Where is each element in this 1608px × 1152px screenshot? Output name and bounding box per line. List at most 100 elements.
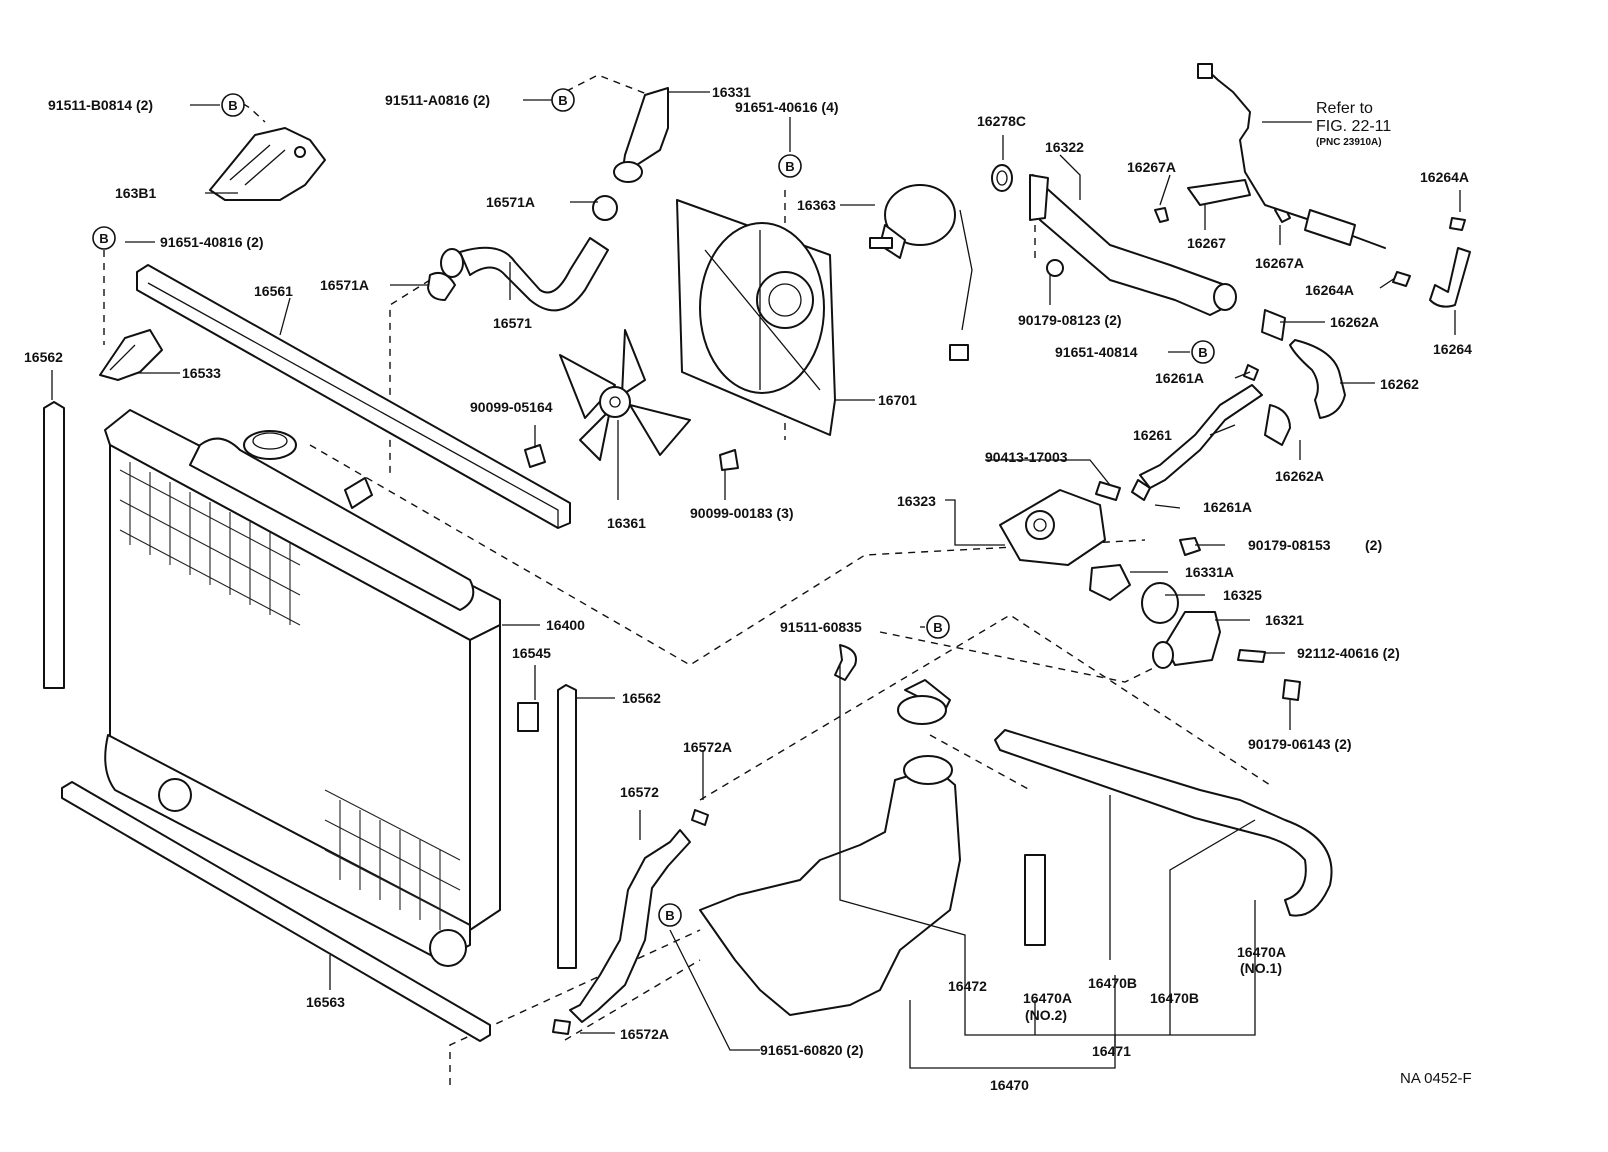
badge-b-icon: B	[92, 226, 116, 250]
ring-16278C	[991, 164, 1013, 192]
callout-90099-05164: 90099-05164	[470, 399, 553, 415]
callout-16262: 16262	[1380, 376, 1419, 392]
callout-16572A-top: 16572A	[683, 739, 732, 755]
callout-16321: 16321	[1265, 612, 1304, 628]
callout-16562-mid: 16562	[622, 690, 661, 706]
callout-16470B-right: 16470B	[1150, 990, 1199, 1006]
callout-16261: 16261	[1133, 427, 1172, 443]
callout-16264A-top: 16264A	[1420, 169, 1469, 185]
fan-16361	[559, 329, 691, 461]
callout-16470A-no1: 16470A	[1237, 944, 1286, 960]
callout-16572: 16572	[620, 784, 659, 800]
callout-labels: 91511-B0814 (2) 163B1 91511-A0816 (2) 16…	[24, 84, 1472, 1093]
callout-16331A: 16331A	[1185, 564, 1234, 580]
lower-hose-16572	[552, 809, 709, 1035]
pipe-16322	[1029, 174, 1237, 316]
badges: B B B B B B B	[92, 88, 1215, 927]
callout-92112-40616: 92112-40616 (2)	[1297, 645, 1400, 661]
callout-16331: 16331	[712, 84, 751, 100]
callout-16571A-top: 16571A	[486, 194, 535, 210]
lower-seal-strip	[61, 781, 491, 1042]
callout-16262A-top: 16262A	[1330, 314, 1379, 330]
radiator-assembly	[104, 409, 501, 967]
badge-b-icon: B	[926, 615, 950, 639]
callout-16262A-bottom: 16262A	[1275, 468, 1324, 484]
callout-16561: 16561	[254, 283, 293, 299]
callout-91651-40814: 91651-40814	[1055, 344, 1138, 360]
callout-91651-40616: 91651-40616 (4)	[735, 99, 839, 115]
bolts-and-nuts	[524, 444, 1301, 701]
badge-b-icon: B	[1191, 340, 1215, 364]
svg-text:B: B	[785, 159, 794, 174]
callout-16545: 16545	[512, 645, 551, 661]
svg-text:B: B	[1198, 345, 1207, 360]
thermostat-housing-16323	[999, 481, 1121, 566]
upper-support-bar	[136, 264, 571, 529]
callout-91511-B0814: 91511-B0814 (2)	[48, 97, 153, 113]
callout-91511-A0816: 91511-A0816 (2)	[385, 92, 490, 108]
svg-text:B: B	[933, 620, 942, 635]
badge-b-icon: B	[658, 903, 682, 927]
callout-16400: 16400	[546, 617, 585, 633]
callout-16562-left: 16562	[24, 349, 63, 365]
leader-lines	[51, 91, 1461, 1069]
callout-16363: 16363	[797, 197, 836, 213]
hose-16261	[1131, 364, 1263, 501]
callout-16470: 16470	[990, 1077, 1029, 1093]
radiator-core-grid	[119, 462, 461, 930]
callout-16267A-bottom: 16267A	[1255, 255, 1304, 271]
gasket-16325	[1141, 582, 1179, 624]
callout-16470A-no2: 16470A	[1023, 990, 1072, 1006]
side-seal-left	[43, 401, 65, 689]
reference-line-2: FIG. 22-11	[1316, 118, 1391, 135]
hose-16262	[1261, 309, 1346, 446]
callout-91651-60820: 91651-60820 (2)	[760, 1042, 864, 1058]
callout-16571A-left: 16571A	[320, 277, 369, 293]
callout-91651-40816: 91651-40816 (2)	[160, 234, 264, 250]
callout-16701: 16701	[878, 392, 917, 408]
callout-16278C: 16278C	[977, 113, 1026, 129]
reference-note: Refer to FIG. 22-11 (PNC 23910A)	[1262, 100, 1391, 148]
callout-90099-00183: 90099-00183 (3)	[690, 505, 794, 521]
callout-16264: 16264	[1433, 341, 1472, 357]
callout-16471: 16471	[1092, 1043, 1131, 1059]
callout-16261A-top: 16261A	[1155, 370, 1204, 386]
callout-16571: 16571	[493, 315, 532, 331]
sheet-number: NA 0452-F	[1400, 1070, 1472, 1087]
side-seal-middle	[557, 684, 577, 969]
bracket-163B1	[209, 127, 326, 201]
callout-16264A-mid: 16264A	[1305, 282, 1354, 298]
inlet-16321	[1152, 611, 1221, 669]
svg-text:B: B	[228, 98, 237, 113]
reference-line-1: Refer to	[1316, 100, 1373, 117]
pad-16545	[517, 702, 539, 732]
callout-16323: 16323	[897, 493, 936, 509]
callout-91511-60835: 91511-60835	[780, 619, 862, 635]
svg-text:B: B	[99, 231, 108, 246]
water-outlet-16331	[613, 87, 669, 183]
callout-16472: 16472	[948, 978, 987, 994]
callout-90413-17003: 90413-17003	[985, 449, 1068, 465]
callout-16572A-bottom: 16572A	[620, 1026, 669, 1042]
reservoir-tank	[699, 679, 961, 1016]
callout-16267A-top: 16267A	[1127, 159, 1176, 175]
fan-motor-16363	[869, 184, 973, 361]
callout-90179-08153: 90179-08153	[1248, 537, 1331, 553]
svg-text:B: B	[558, 93, 567, 108]
fan-shroud-16701	[676, 199, 836, 436]
badge-b-icon: B	[778, 154, 802, 178]
bracket-16533	[99, 329, 163, 381]
callout-163B1: 163B1	[115, 185, 156, 201]
callout-90179-08153-qty: (2)	[1365, 537, 1382, 553]
callout-90179-06143: 90179-06143 (2)	[1248, 736, 1352, 752]
upper-hose-assembly	[427, 195, 618, 312]
thermostat-16331A	[1089, 564, 1131, 601]
svg-text:B: B	[665, 908, 674, 923]
callout-16267: 16267	[1187, 235, 1226, 251]
badge-b-icon: B	[551, 88, 575, 112]
callout-16470A-no2-sub: (NO.2)	[1025, 1007, 1067, 1023]
reference-line-3: (PNC 23910A)	[1316, 137, 1382, 148]
callout-16563: 16563	[306, 994, 345, 1010]
ref-pipe-assembly	[1197, 63, 1386, 249]
